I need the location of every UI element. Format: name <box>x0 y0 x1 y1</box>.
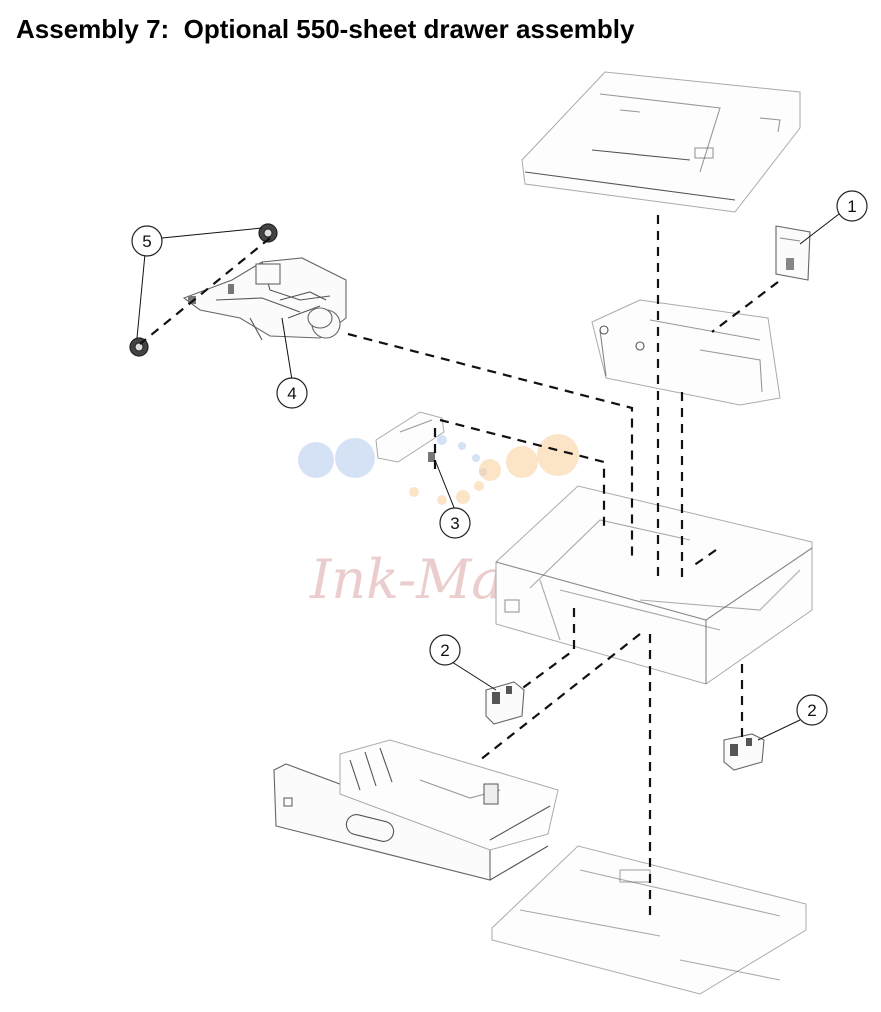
callout-4: 4 <box>276 377 308 409</box>
drawer-housing-part <box>495 485 813 685</box>
watermark-dot <box>409 487 419 497</box>
callout-1-label: 1 <box>847 197 856 216</box>
callout-4-label: 4 <box>287 384 296 403</box>
feed-frame-part <box>591 299 781 406</box>
callout-3-label: 3 <box>450 514 459 533</box>
pick-arm-part <box>182 257 347 341</box>
watermark-dot <box>474 481 484 491</box>
watermark-dot <box>456 490 470 504</box>
callout-2-left-label: 2 <box>440 641 449 660</box>
watermark-dot <box>472 454 480 462</box>
bottom-base-plate <box>491 845 807 995</box>
assembly-lines <box>139 215 779 918</box>
watermark-dot <box>479 459 501 481</box>
paper-tray-part <box>273 739 559 881</box>
watermark-dot <box>506 446 538 478</box>
callout-1: 1 <box>836 190 868 222</box>
callout-leaders <box>136 213 840 741</box>
callout-3: 3 <box>439 507 471 539</box>
watermark-dot <box>437 495 447 505</box>
watermark-dot <box>298 442 334 478</box>
callout-2-left: 2 <box>429 634 461 666</box>
watermark-dot <box>335 438 375 478</box>
right-bracket-part <box>723 733 765 771</box>
watermark-dot <box>458 442 466 450</box>
watermark-dot <box>537 434 579 476</box>
top-cover-plate <box>521 71 801 213</box>
callout-5: 5 <box>131 225 163 257</box>
sensor-flag-part <box>375 411 445 463</box>
callout-5-label: 5 <box>142 232 151 251</box>
pick-tire-top <box>258 223 278 243</box>
logic-board-part <box>775 225 811 281</box>
left-bracket-part <box>485 681 525 725</box>
watermark-dot <box>479 468 487 476</box>
callout-2-right-label: 2 <box>807 701 816 720</box>
watermark-dot <box>437 435 447 445</box>
callout-2-right: 2 <box>796 694 828 726</box>
page-title: Assembly 7: Optional 550-sheet drawer as… <box>16 14 635 44</box>
